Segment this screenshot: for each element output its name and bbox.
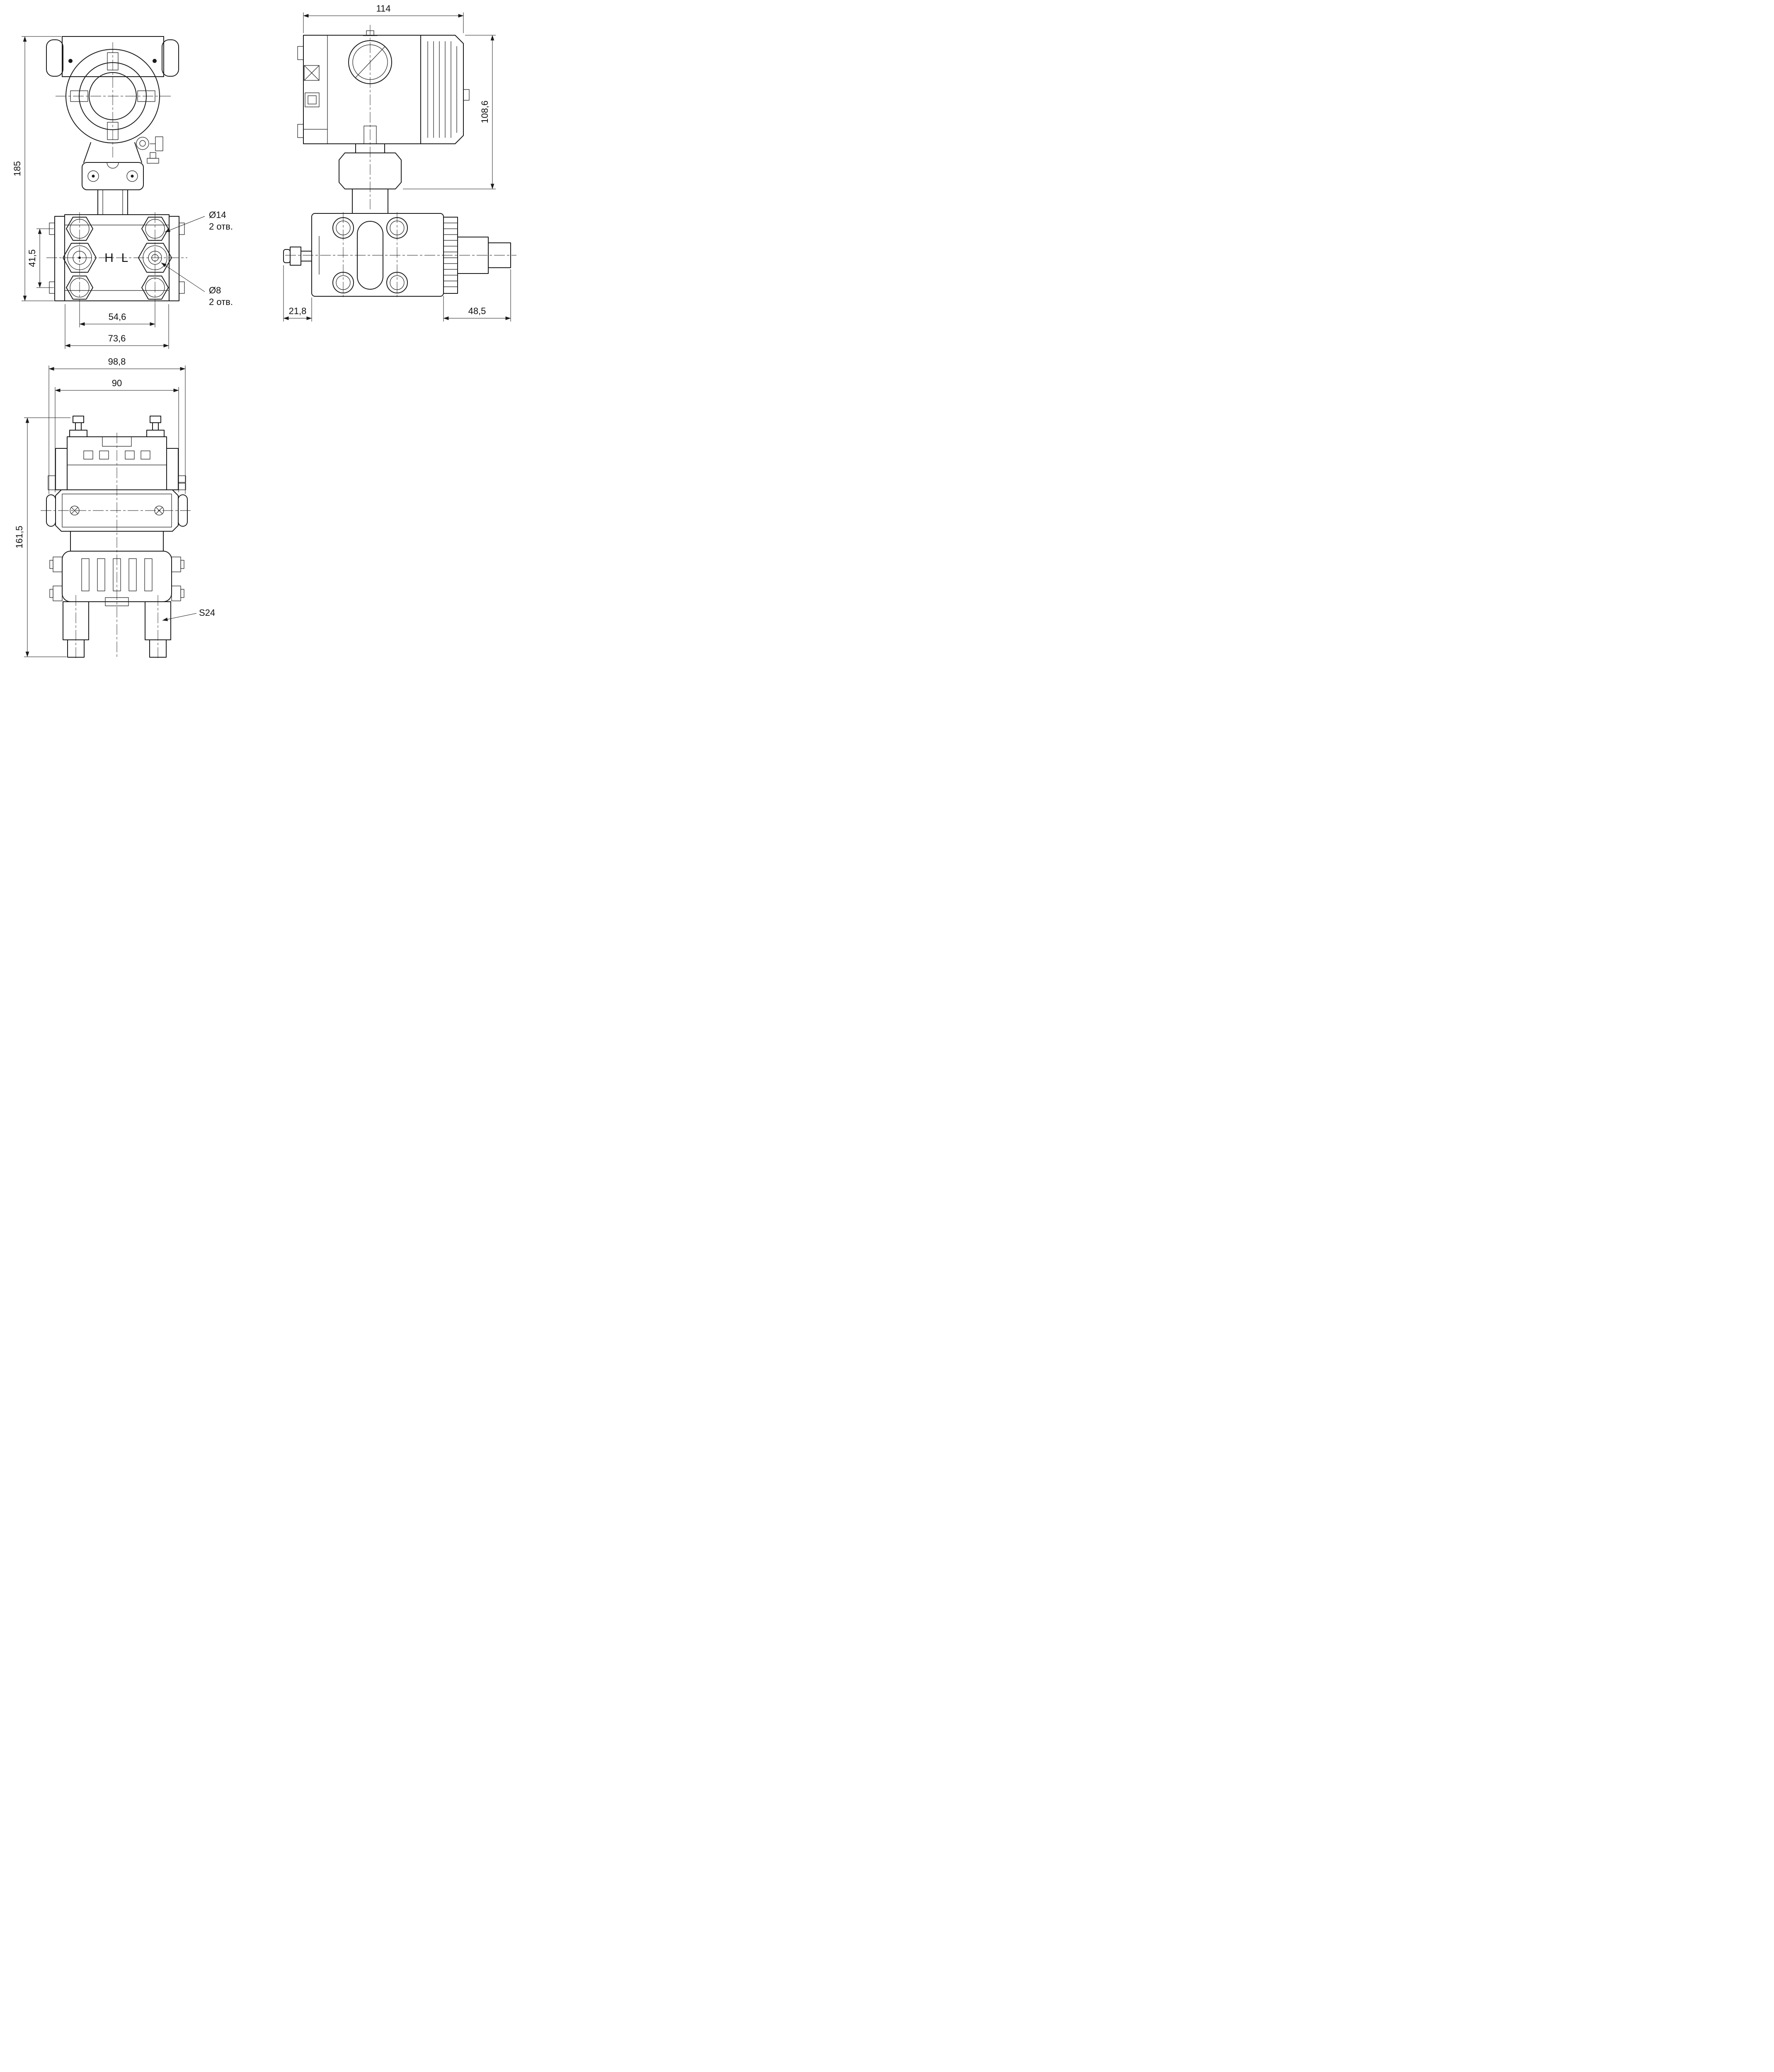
top-body xyxy=(48,436,186,490)
dim-front-flange-width: 73,6 xyxy=(108,333,126,344)
front-view: H L 185 41,5 54,6 73,6 Ø14 xyxy=(12,36,233,349)
dim-top-body-width: 90 xyxy=(112,378,122,388)
top-view: 98,8 90 161,5 S24 xyxy=(14,356,215,658)
dim-side-height: 108,6 xyxy=(480,100,490,123)
label-hole-d14: Ø14 xyxy=(209,210,226,220)
front-neck xyxy=(82,142,144,215)
port-label-low: L xyxy=(121,251,128,265)
flange-plate-right xyxy=(169,216,179,301)
side-dimensions: 114 108,6 21,8 48,5 xyxy=(283,3,511,322)
top-bolts xyxy=(69,416,165,437)
drawing-sheet: H L 185 41,5 54,6 73,6 Ø14 xyxy=(0,0,521,658)
mount-ear-left xyxy=(46,39,63,77)
front-head xyxy=(46,36,179,164)
ribbed-cover xyxy=(420,35,464,144)
top-legs xyxy=(63,595,171,658)
drain-valve xyxy=(283,247,312,266)
dim-front-port-spacing: 41,5 xyxy=(27,249,37,267)
dim-top-outer-width: 98,8 xyxy=(108,356,126,367)
top-dimensions: 98,8 90 161,5 S24 xyxy=(14,356,215,657)
dim-side-plug-offset: 21,8 xyxy=(289,306,307,316)
side-view: 114 108,6 21,8 48,5 xyxy=(283,3,516,322)
label-hole-d8-qty: 2 отв. xyxy=(209,297,233,307)
process-connector xyxy=(443,217,511,294)
flange-hex-bolts xyxy=(66,217,169,300)
dim-front-height: 185 xyxy=(12,161,22,177)
dim-front-hole-spacing: 54,6 xyxy=(109,312,126,322)
dim-side-width: 114 xyxy=(376,3,390,14)
top-flange-block xyxy=(49,531,184,606)
label-hole-d8: Ø8 xyxy=(209,285,221,295)
cover-lock-screw xyxy=(136,136,163,164)
front-dimensions: 185 41,5 54,6 73,6 Ø14 2 отв. Ø8 2 отв. xyxy=(12,36,233,349)
side-housing xyxy=(297,25,470,209)
front-flange-assembly: H L xyxy=(46,212,187,305)
flange-plate-left xyxy=(54,216,65,301)
port-label-high: H xyxy=(104,251,114,265)
mount-ear-right xyxy=(162,39,179,77)
label-wrench-size: S24 xyxy=(199,608,215,618)
side-flange-assembly xyxy=(283,212,516,298)
technical-drawing: H L 185 41,5 54,6 73,6 Ø14 xyxy=(0,0,521,658)
dim-side-shaft-length: 48,5 xyxy=(468,306,486,316)
dim-top-height: 161,5 xyxy=(14,525,24,548)
label-hole-d14-qty: 2 отв. xyxy=(209,221,233,232)
